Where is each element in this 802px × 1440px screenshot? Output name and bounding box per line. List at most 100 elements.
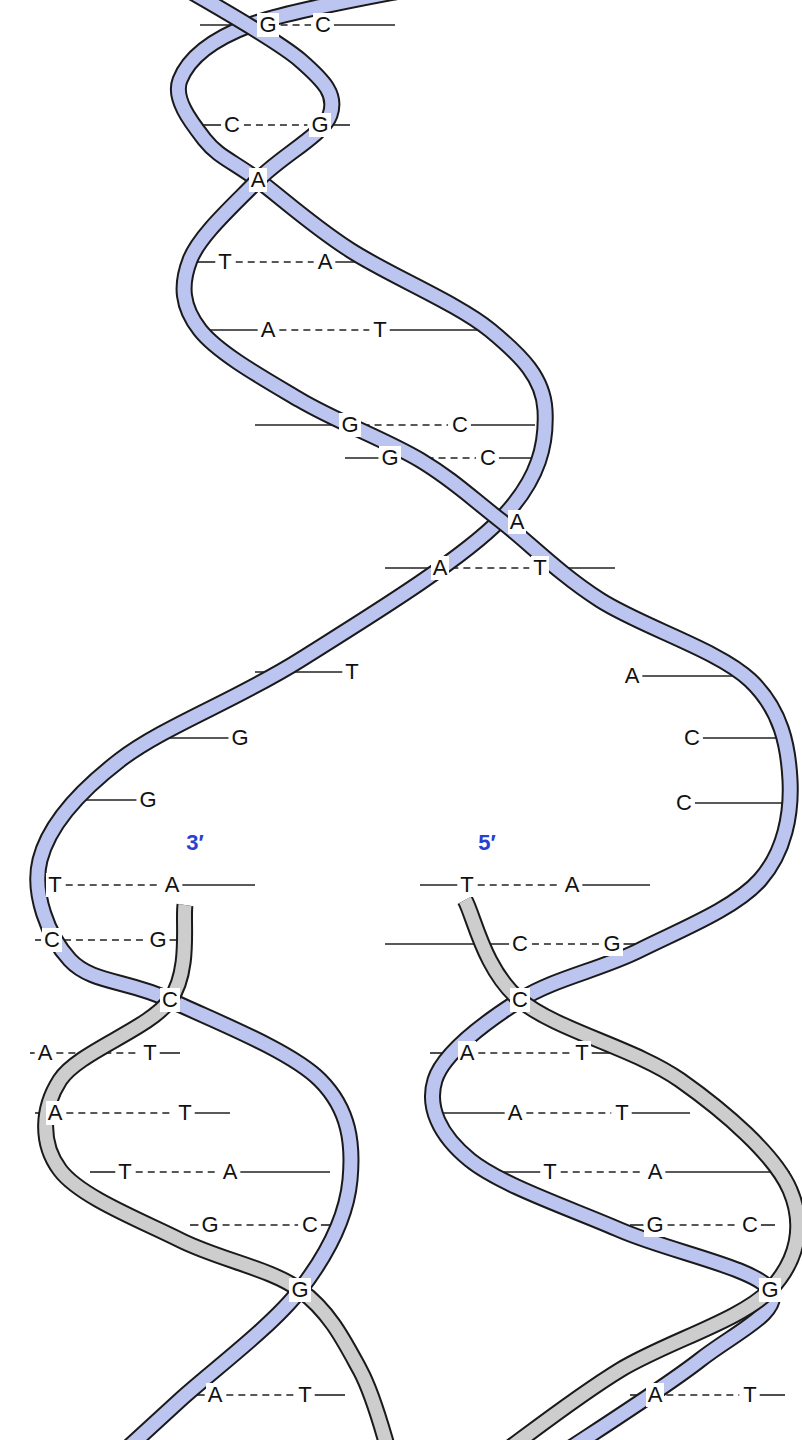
hydrogen-bond (223, 1224, 298, 1226)
base-stem (761, 1224, 775, 1226)
base-letter: C (682, 726, 702, 750)
base-stem (30, 1052, 35, 1054)
hydrogen-bond (136, 1171, 219, 1173)
hydrogen-bond (281, 24, 311, 26)
base-stem (471, 424, 535, 426)
base-letter: G (199, 1213, 220, 1237)
base-letter: C (450, 413, 470, 437)
base-stem (160, 1052, 180, 1054)
base-letter: G (601, 932, 622, 956)
base-stem (695, 802, 788, 804)
base-stem (390, 329, 480, 331)
base-letter: C (313, 13, 333, 37)
base-letter: C (160, 988, 180, 1012)
hydrogen-bond (666, 1394, 739, 1396)
hydrogen-bond (451, 567, 529, 569)
hydrogen-bond (532, 943, 599, 945)
hydrogen-bond (236, 261, 314, 263)
base-stem (499, 457, 535, 459)
base-stem (334, 24, 395, 26)
base-stem (315, 1394, 345, 1396)
base-letter: G (309, 113, 330, 137)
hydrogen-bond (526, 1112, 611, 1114)
parental-strand (38, 0, 545, 1440)
hydrogen-bond (478, 884, 561, 886)
base-letter: C (510, 932, 530, 956)
base-letter: T (141, 1041, 158, 1065)
base-letter: A (36, 1041, 55, 1065)
base-letter: C (674, 791, 694, 815)
base-letter: G (257, 13, 278, 37)
base-letter: A (431, 556, 450, 580)
strand-end-label: 5′ (476, 831, 498, 855)
base-letter: G (289, 1278, 310, 1302)
hydrogen-bond (279, 329, 369, 331)
base-letter: T (531, 556, 548, 580)
new-strand-outline (46, 905, 390, 1440)
hydrogen-bond (244, 124, 307, 126)
base-letter: C (222, 113, 242, 137)
new-strand (465, 900, 798, 1440)
base-letter: A (458, 1041, 477, 1065)
base-stem (642, 675, 735, 677)
strand-end-label: 3′ (184, 831, 206, 855)
base-letter: C (740, 1213, 760, 1237)
base-stem (632, 1112, 690, 1114)
base-stem (630, 1224, 643, 1226)
base-letter: T (741, 1383, 758, 1407)
base-letter: A (563, 873, 582, 897)
base-letter: G (644, 1213, 665, 1237)
base-stem (385, 567, 430, 569)
hydrogen-bond (66, 1112, 174, 1114)
base-letter: C (478, 446, 498, 470)
parental-strand-outline (180, 0, 790, 1440)
base-stem (190, 1224, 198, 1226)
parental-strand-outline (38, 0, 545, 1440)
base-stem (760, 1394, 785, 1396)
hydrogen-bond (668, 1224, 738, 1226)
base-stem (255, 424, 338, 426)
base-letter: G (759, 1278, 780, 1302)
base-letter: A (46, 1101, 65, 1125)
base-stem (90, 1171, 115, 1173)
base-letter: A (646, 1160, 665, 1184)
hydrogen-bond (363, 424, 448, 426)
base-letter: T (216, 250, 233, 274)
base-stem (345, 457, 378, 459)
base-letter: T (541, 1160, 558, 1184)
base-letter: T (343, 660, 360, 684)
new-strand (46, 905, 390, 1440)
base-letter: A (163, 873, 182, 897)
parental-strand (180, 0, 790, 1440)
base-stem (582, 884, 650, 886)
base-letter: T (176, 1101, 193, 1125)
hydrogen-bond (561, 1171, 644, 1173)
base-letter: C (42, 928, 62, 952)
base-stem (240, 1171, 330, 1173)
base-stem (195, 1112, 230, 1114)
hydrogen-bond (478, 1052, 571, 1054)
base-stem (182, 884, 255, 886)
new-strand-outline (465, 900, 798, 1440)
base-letter: T (371, 318, 388, 342)
base-letter: T (46, 873, 63, 897)
base-letter: T (613, 1101, 630, 1125)
base-letter: A (206, 1383, 225, 1407)
base-letter: T (458, 873, 475, 897)
base-letter: A (249, 168, 268, 192)
base-letter: A (316, 250, 335, 274)
base-letter: C (510, 988, 530, 1012)
base-letter: T (296, 1383, 313, 1407)
base-letter: G (137, 788, 158, 812)
hydrogen-bond (226, 1394, 294, 1396)
base-letter: A (646, 1383, 665, 1407)
base-stem (703, 737, 785, 739)
base-letter: T (573, 1041, 590, 1065)
base-letter: G (147, 928, 168, 952)
base-letter: G (339, 413, 360, 437)
base-letter: C (300, 1213, 320, 1237)
base-letter: T (116, 1160, 133, 1184)
hydrogen-bond (66, 884, 161, 886)
